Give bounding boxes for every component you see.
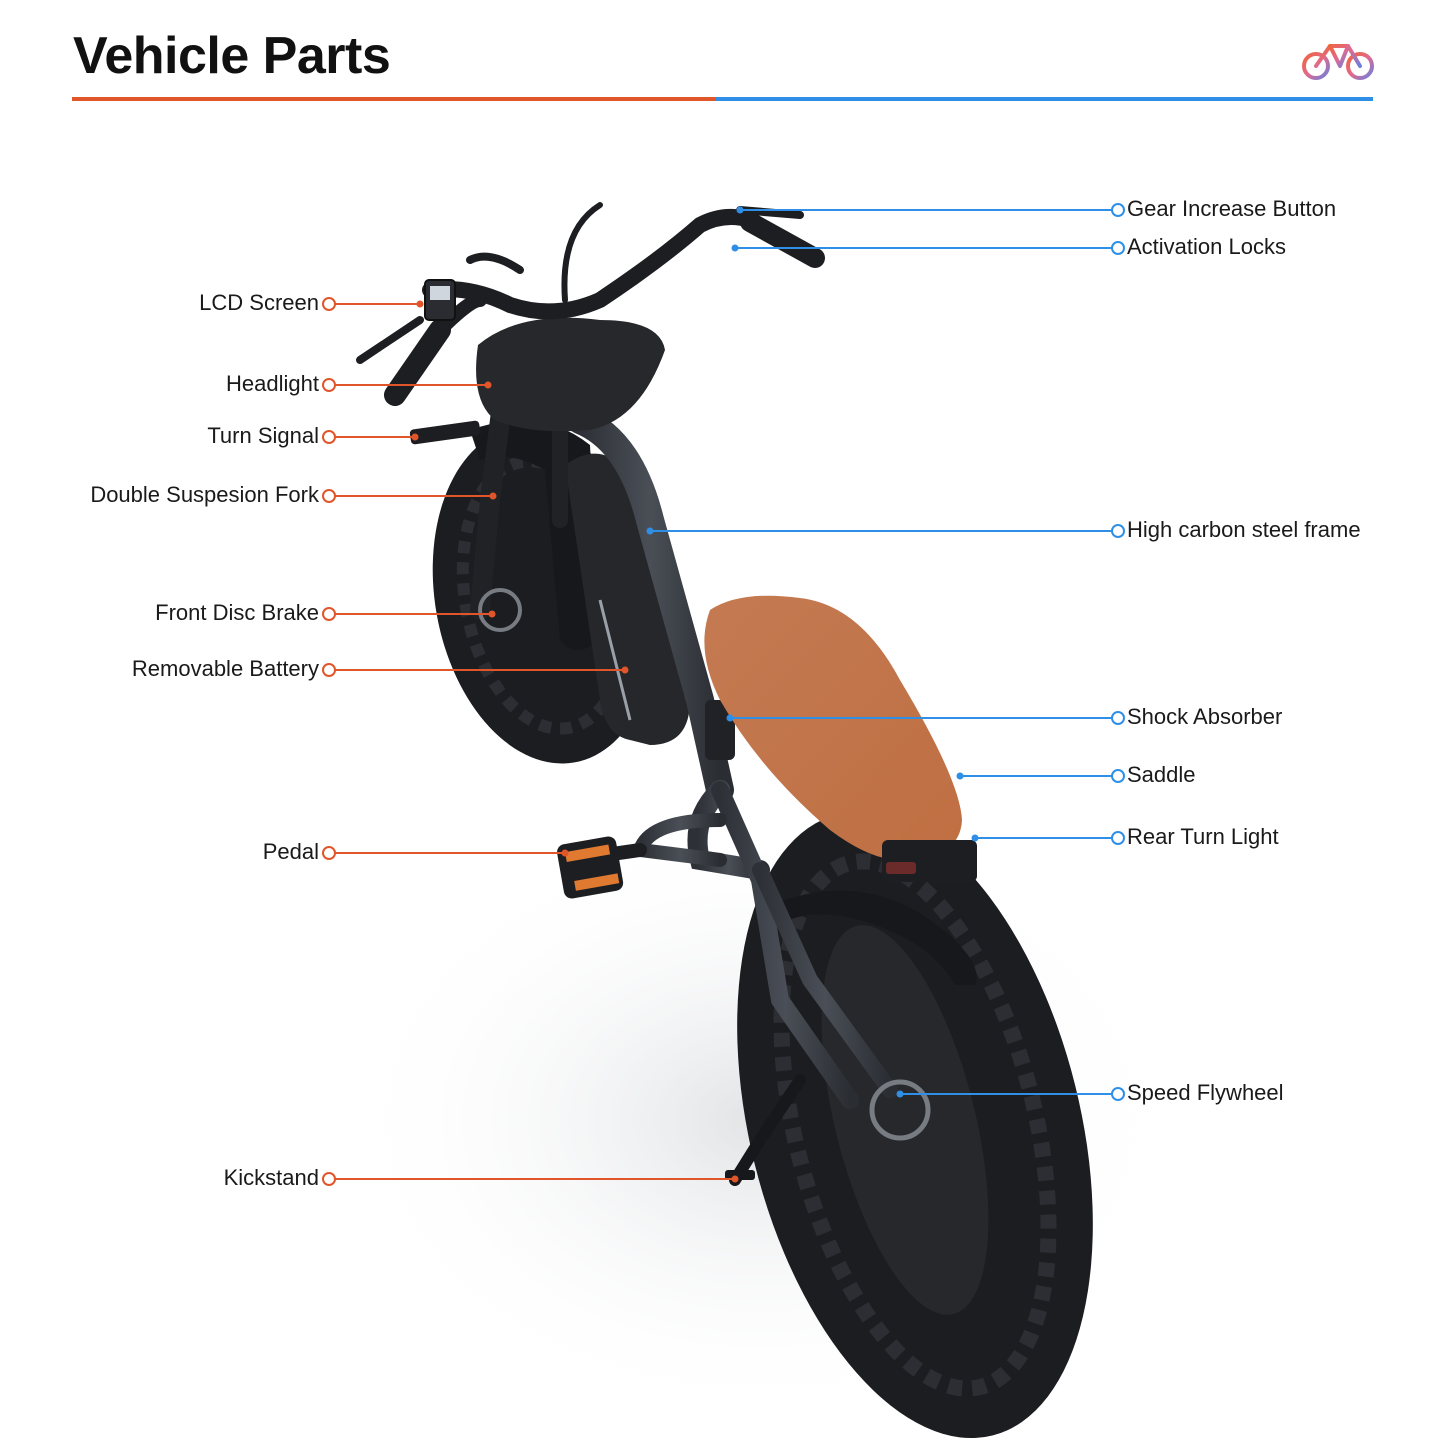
right-callout-dot-3: [726, 714, 734, 722]
left-callout-ring-7: [322, 1172, 336, 1186]
left-callout-label-5: Removable Battery: [131, 656, 319, 681]
left-callout-dot-7: [731, 1175, 739, 1183]
left-callout-dot-1: [484, 381, 492, 389]
left-callout-dot-5: [621, 666, 629, 674]
right-callout-ring-2: [1111, 524, 1125, 538]
right-callout-label-5: Rear Turn Light: [1127, 824, 1279, 849]
left-callout-label-6: Pedal: [262, 839, 319, 864]
title-underline-orange: [72, 97, 716, 101]
right-callout-dot-2: [646, 527, 654, 535]
rear-wheel: [737, 811, 1093, 1439]
right-callout-label-0: Gear Increase Button: [1127, 196, 1337, 221]
left-callout-ring-1: [322, 378, 336, 392]
left-callout-ring-0: [322, 297, 336, 311]
right-callout-ring-0: [1111, 203, 1125, 217]
right-callout-dot-5: [971, 834, 979, 842]
right-callout-label-6: Speed Flywheel: [1127, 1080, 1284, 1105]
right-callout-dot-0: [736, 206, 744, 214]
right-callout-label-3: Shock Absorber: [1127, 704, 1283, 729]
headlight-housing: [476, 317, 665, 432]
left-callout-ring-4: [322, 607, 336, 621]
right-callout-label-4: Saddle: [1127, 762, 1196, 787]
pedal: [557, 836, 647, 899]
left-callout-ring-6: [322, 846, 336, 860]
left-callout-ring-3: [322, 489, 336, 503]
right-callout-ring-3: [1111, 711, 1125, 725]
right-callout-ring-6: [1111, 1087, 1125, 1101]
right-callout-dot-4: [956, 772, 964, 780]
shock-absorber: [705, 700, 735, 760]
saddle: [704, 595, 962, 860]
left-callout-label-1: Headlight: [226, 371, 319, 396]
callouts: [322, 203, 1125, 1186]
right-callout-label-1: Activation Locks: [1127, 234, 1286, 259]
left-callout-dot-2: [411, 433, 419, 441]
left-callout-label-2: Turn Signal: [207, 423, 319, 448]
kickstand: [729, 1074, 806, 1186]
frame: [566, 406, 898, 1109]
page-title: Vehicle Parts: [73, 27, 391, 85]
left-callout-dot-0: [416, 300, 424, 308]
right-callout-ring-1: [1111, 241, 1125, 255]
rear-brake-disc: [869, 1079, 931, 1141]
left-callout-label-3: Double Suspesion Fork: [90, 482, 319, 507]
right-callout-ring-4: [1111, 769, 1125, 783]
left-callout-dot-6: [561, 849, 569, 857]
front-brake-disc: [478, 588, 522, 632]
bicycle-icon: [1302, 36, 1374, 80]
battery: [565, 453, 690, 745]
rear-fender: [770, 890, 977, 985]
turn-signal: [409, 420, 481, 445]
right-callout-dot-1: [731, 244, 739, 252]
left-callout-ring-2: [322, 430, 336, 444]
right-callout-label-2: High carbon steel frame: [1127, 517, 1361, 542]
rear-turn-light: [882, 840, 977, 882]
left-callout-label-0: LCD Screen: [199, 290, 319, 315]
left-callout-dot-4: [488, 610, 496, 618]
left-callout-label-7: Kickstand: [223, 1165, 319, 1190]
right-callout-ring-5: [1111, 831, 1125, 845]
brake-lever-left: [356, 316, 424, 364]
right-callout-dot-6: [896, 1090, 904, 1098]
title-underline-blue: [716, 97, 1373, 101]
left-callout-label-4: Front Disc Brake: [155, 600, 319, 625]
left-callout-dot-3: [489, 492, 497, 500]
left-callout-ring-5: [322, 663, 336, 677]
